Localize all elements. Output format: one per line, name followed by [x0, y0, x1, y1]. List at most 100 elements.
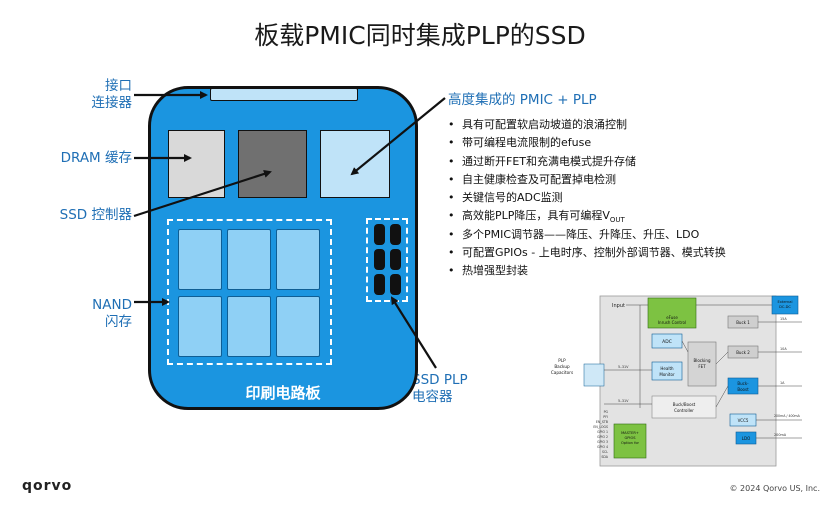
capacitor-arrow	[390, 296, 437, 369]
output-current-label: 200mA	[774, 433, 787, 437]
master-label: MASTER+	[621, 431, 639, 435]
buck2-label: Buck 2	[736, 350, 750, 355]
feature-text: 带可编程电流限制的efuse	[462, 136, 592, 150]
controller-arrow	[133, 170, 272, 218]
feature-text: 关键信号的ADC监测	[462, 191, 563, 205]
master-option: Option for	[621, 441, 640, 445]
feature-item: 可配置GPIOs - 上电时序、控制外部调节器、模式转换	[448, 244, 726, 262]
controller-sublabel: Controller	[674, 408, 694, 413]
voltage-label: 5–31V	[618, 399, 629, 403]
nand-chip	[276, 296, 320, 357]
qorvo-logo: qorvo	[22, 478, 73, 494]
vcc5-label: VCC5	[738, 418, 749, 423]
output-current-label: 15A	[780, 317, 787, 321]
nand-area	[167, 219, 332, 365]
capacitor	[374, 274, 385, 295]
nand-label-line-1: NAND	[92, 297, 132, 313]
pmic-chip	[320, 130, 390, 198]
page-title: 板载PMIC同时集成PLP的SSD	[254, 21, 586, 50]
plp-cap-bank	[583, 363, 605, 387]
pin-label: SCL	[602, 450, 608, 454]
feature-text: 高效能PLP降压，具有可编程V	[462, 209, 610, 223]
plp-title: 高度集成的 PMIC + PLP	[448, 92, 597, 108]
blocking-sublabel: FET	[698, 364, 706, 369]
pin-label: GPIO 4	[597, 445, 608, 449]
connector-label-line-1: 接口	[105, 78, 132, 94]
feature-subscript: OUT	[609, 216, 625, 225]
copyright: © 2024 Qorvo US, Inc.	[729, 484, 821, 493]
input-label: Input	[612, 303, 625, 309]
health-label: Health	[660, 366, 674, 371]
plp-caps-label-3: Capacitors	[551, 370, 573, 375]
internal-line	[715, 351, 729, 365]
efuse-label: eFuse	[666, 315, 678, 320]
pin-label: PFI	[603, 415, 608, 419]
buckboost-sublabel: Boost	[737, 387, 749, 392]
feature-text: 通过断开FET和充满电模式提升存储	[462, 154, 636, 168]
nand-chip	[178, 229, 222, 290]
interface-connector	[210, 88, 358, 101]
feature-list: 具有可配置软启动坡道的浪涌控制 带可编程电流限制的efuse 通过断开FET和充…	[448, 116, 726, 281]
internal-line	[715, 385, 729, 408]
feature-item: 关键信号的ADC监测	[448, 189, 726, 207]
nand-chip	[227, 229, 271, 290]
feature-text: 热增强型封装	[462, 264, 528, 278]
capacitor	[374, 224, 385, 245]
feature-text: 多个PMIC调节器——降压、升降压、升压、LDO	[462, 227, 700, 241]
health-monitor-block	[651, 361, 683, 381]
feature-item: 通过断开FET和充满电模式提升存储	[448, 153, 726, 171]
buckboost-label: Buck-	[737, 381, 749, 386]
nand-label: NAND 闪存	[60, 297, 132, 331]
efuse-block	[647, 297, 697, 329]
efuse-sublabel: Inrush Control	[658, 320, 686, 325]
health-sublabel: Monitor	[659, 372, 675, 377]
internal-line	[681, 340, 689, 353]
capacitor	[390, 224, 401, 245]
connector-label-line-2: 连接器	[91, 95, 133, 111]
pin-label: SDA	[601, 455, 608, 459]
ssd-controller-chip	[238, 130, 307, 198]
capacitor	[390, 249, 401, 270]
pin-label: GPIO 1	[597, 430, 608, 434]
master-sublabel: GPIOS	[624, 436, 636, 440]
feature-item: 自主健康检查及可配置掉电检测	[448, 171, 726, 189]
adc-label: ADC	[662, 339, 672, 345]
voltage-label: 5–31V	[618, 365, 629, 369]
nand-chip	[276, 229, 320, 290]
capacitor-label: SSD PLP 电容器	[412, 372, 482, 406]
buck1-label: Buck 1	[736, 320, 750, 325]
pin-label: EN_LOGS	[593, 425, 608, 429]
output-current-label: 10A	[780, 347, 787, 351]
nand-chip	[178, 296, 222, 357]
feature-item: 热增强型封装	[448, 262, 726, 280]
capacitor-area	[366, 218, 408, 302]
capacitor	[390, 274, 401, 295]
capacitor	[374, 249, 385, 270]
dram-chip	[168, 130, 225, 198]
controller-label: Buck/Boost	[673, 402, 696, 407]
pin-label: EN_STB	[596, 420, 608, 424]
nand-chip	[227, 296, 271, 357]
feature-item: 多个PMIC调节器——降压、升降压、升压、LDO	[448, 226, 726, 244]
pin-label: PG	[604, 410, 609, 414]
ext-dcdc-label: External	[778, 300, 793, 304]
buckboost-controller-block	[651, 395, 717, 419]
plp-caps-label-2: Backup	[554, 364, 570, 369]
output-current-label: 1A	[780, 381, 785, 385]
feature-item: 带可编程电流限制的efuse	[448, 134, 726, 152]
master-gpios-block	[613, 423, 647, 459]
capacitor-label-line-2: 电容器	[412, 389, 453, 405]
connector-label: 接口 连接器	[60, 78, 133, 112]
pmic-arrow	[350, 97, 446, 176]
ext-dcdc-block	[771, 295, 799, 315]
feature-text: 自主健康检查及可配置掉电检测	[462, 172, 616, 186]
nand-label-line-2: 闪存	[105, 314, 132, 330]
pcb-label: 印刷电路板	[245, 384, 321, 402]
capacitor-label-line-1: SSD PLP	[412, 372, 468, 388]
pmic-block-diagram: Input eFuse Inrush Control External DC-D…	[551, 295, 802, 467]
ext-dcdc-sublabel: DC-DC	[779, 305, 791, 309]
pin-list: PG PFI EN_STB EN_LOGS GPIO 1 GPIO 2 GPIO…	[593, 410, 608, 459]
feature-text: 具有可配置软启动坡道的浪涌控制	[462, 118, 627, 131]
pin-label: GPIO 3	[597, 440, 608, 444]
